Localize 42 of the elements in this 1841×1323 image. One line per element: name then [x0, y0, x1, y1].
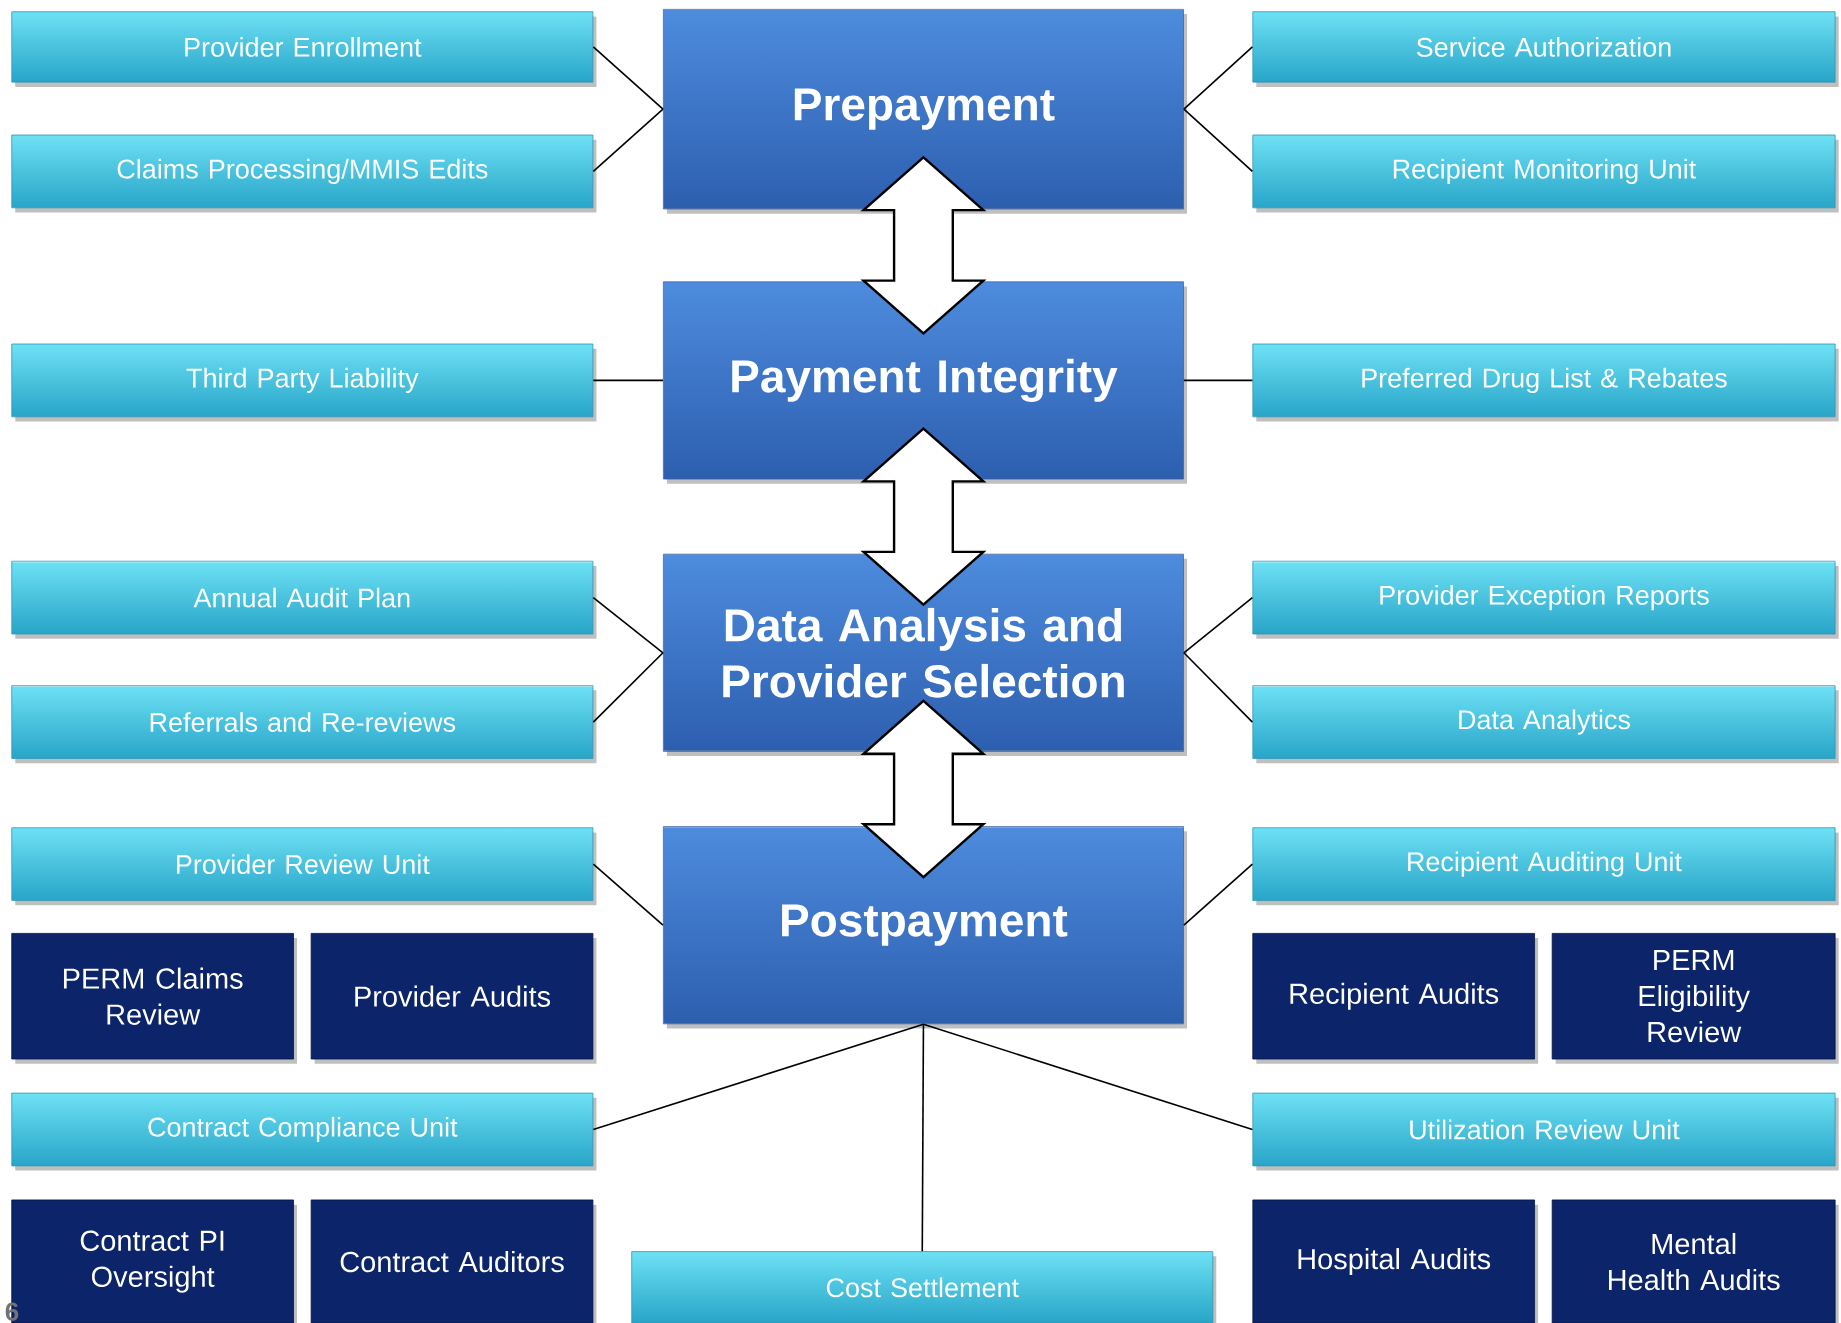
unit-box: Cost Settlement: [631, 1251, 1214, 1323]
stage-box: Payment Integrity: [663, 281, 1184, 480]
audit-box: Provider Audits: [310, 932, 594, 1060]
unit-box: Contract Compliance Unit: [11, 1092, 594, 1167]
unit-box: Utilization Review Unit: [1252, 1092, 1836, 1167]
connector-line: [1183, 108, 1254, 173]
stage-box: Prepayment: [663, 8, 1184, 210]
connector-line: [1183, 863, 1254, 926]
audit-box: PERM Eligibility Review: [1551, 932, 1836, 1060]
connector-line: [592, 46, 664, 110]
unit-box: Provider Enrollment: [11, 11, 594, 83]
connector-line: [1183, 651, 1254, 723]
audit-box: Hospital Audits: [1252, 1199, 1535, 1323]
double-arrow: [860, 699, 987, 879]
audit-box: Recipient Audits: [1252, 932, 1535, 1060]
stage-box: Postpayment: [663, 826, 1184, 1025]
unit-box: Preferred Drug List & Rebates: [1252, 343, 1836, 418]
unit-box: Claims Processing/MMIS Edits: [11, 134, 594, 209]
audit-box: PERM Claims Review: [11, 932, 294, 1060]
audit-box: Mental Health Audits: [1551, 1199, 1836, 1323]
connector-line: [1183, 379, 1254, 382]
unit-box: Provider Exception Reports: [1252, 560, 1836, 635]
connector-line: [592, 651, 664, 723]
connector-line: [592, 1023, 925, 1131]
unit-box: Recipient Monitoring Unit: [1252, 134, 1836, 209]
connector-line: [922, 1023, 1254, 1131]
connector-line: [592, 379, 664, 382]
unit-box: Provider Review Unit: [11, 827, 594, 901]
connector-line: [592, 108, 664, 173]
unit-box: Service Authorization: [1252, 11, 1836, 83]
audit-box: Contract Auditors: [310, 1199, 594, 1323]
unit-box: Referrals and Re-reviews: [11, 685, 594, 759]
unit-box: Data Analytics: [1252, 685, 1836, 759]
connector-line: [1183, 46, 1254, 110]
connector-line: [592, 596, 664, 654]
stage-box: Data Analysis and Provider Selection: [663, 553, 1184, 752]
unit-box: Third Party Liability: [11, 343, 594, 418]
unit-box: Recipient Auditing Unit: [1252, 827, 1836, 901]
connector-line: [921, 1023, 925, 1252]
connector-line: [1183, 596, 1254, 654]
connector-line: [592, 863, 664, 926]
unit-box: Annual Audit Plan: [11, 560, 594, 635]
